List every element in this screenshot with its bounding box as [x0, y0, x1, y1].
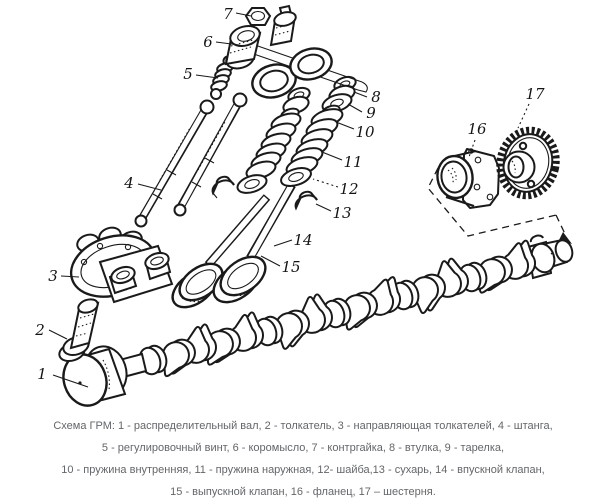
part-number-2: 2 — [34, 321, 45, 339]
leader-line-8 — [353, 91, 368, 98]
part-number-1: 1 — [37, 365, 47, 383]
leader-line-3 — [60, 275, 80, 278]
caption-line-3: 10 - пружина внутренняя, 11 - пружина на… — [61, 464, 545, 476]
part-label-4: 4 — [123, 174, 162, 192]
part-label-17: 17 — [517, 85, 545, 129]
spring-assembly-rear — [236, 86, 311, 194]
part-label-15: 15 — [260, 255, 301, 276]
caption-line-4: 15 - выпускной клапан, 16 - фланец, 17 –… — [170, 486, 436, 498]
part-label-10: 10 — [335, 121, 375, 141]
part-label-7: 7 — [223, 5, 252, 23]
leader-line-7 — [235, 12, 252, 17]
part-number-10: 10 — [355, 123, 375, 141]
part-label-12: 12 — [312, 178, 359, 198]
part-label-14: 14 — [273, 231, 313, 249]
leader-line-10 — [335, 121, 355, 130]
leader-line-15 — [260, 255, 281, 267]
leader-line-5 — [195, 74, 219, 79]
part-label-1: 1 — [37, 365, 89, 388]
part-number-5: 5 — [183, 65, 193, 83]
part-label-11: 11 — [321, 151, 363, 171]
leader-line-13 — [315, 203, 332, 212]
flange — [436, 148, 500, 209]
part-label-13: 13 — [315, 203, 352, 222]
part-number-17: 17 — [525, 85, 545, 103]
pushrods — [134, 92, 248, 228]
part-label-16: 16 — [467, 120, 487, 158]
leader-line-14 — [273, 239, 293, 247]
leader-line-16 — [468, 139, 476, 158]
part-label-3: 3 — [48, 267, 80, 285]
leader-line-17 — [517, 103, 530, 129]
valve-exhaust — [171, 194, 271, 309]
camshaft-front-journal — [62, 345, 148, 407]
rocker-arm — [224, 4, 368, 99]
caption: Схема ГРМ: 1 - распределительный вал, 2 … — [0, 415, 606, 503]
tappet — [58, 298, 100, 363]
leader-line-2 — [48, 329, 68, 340]
spring-assembly-front — [280, 75, 357, 187]
leader-line-6 — [215, 41, 240, 46]
part-label-8: 8 — [353, 88, 381, 106]
part-number-4: 4 — [123, 174, 134, 192]
cotter-front — [294, 190, 318, 211]
lock-nut — [244, 7, 272, 26]
valve-intake — [212, 182, 296, 304]
cotter-rear — [211, 175, 235, 199]
leader-line-1 — [52, 374, 89, 388]
part-number-16: 16 — [467, 120, 487, 138]
part-number-3: 3 — [48, 267, 58, 285]
part-number-15: 15 — [281, 258, 300, 276]
part-label-2: 2 — [34, 321, 68, 340]
part-label-9: 9 — [347, 103, 376, 122]
tappet-guide — [69, 226, 174, 304]
part-label-6: 6 — [203, 33, 240, 51]
part-number-14: 14 — [293, 231, 312, 249]
part-number-13: 13 — [332, 204, 351, 222]
leader-line-11 — [321, 151, 343, 161]
part-number-11: 11 — [343, 153, 362, 171]
part-number-12: 12 — [339, 180, 358, 198]
part-number-9: 9 — [366, 104, 376, 122]
caption-line-1: Схема ГРМ: 1 - распределительный вал, 2 … — [53, 420, 553, 432]
part-number-6: 6 — [203, 33, 213, 51]
leader-line-9 — [347, 103, 363, 113]
camshaft — [62, 234, 574, 407]
leader-line-4 — [137, 183, 162, 191]
cam-lobes — [138, 237, 540, 383]
camshaft-gear — [496, 126, 560, 200]
part-number-8: 8 — [371, 88, 381, 106]
part-label-5: 5 — [183, 65, 219, 83]
caption-line-2: 5 - регулировочный винт, 6 - коромысло, … — [101, 442, 505, 454]
leader-line-12 — [312, 178, 339, 188]
part-number-7: 7 — [223, 5, 233, 23]
camshaft-rear-end — [526, 234, 574, 280]
